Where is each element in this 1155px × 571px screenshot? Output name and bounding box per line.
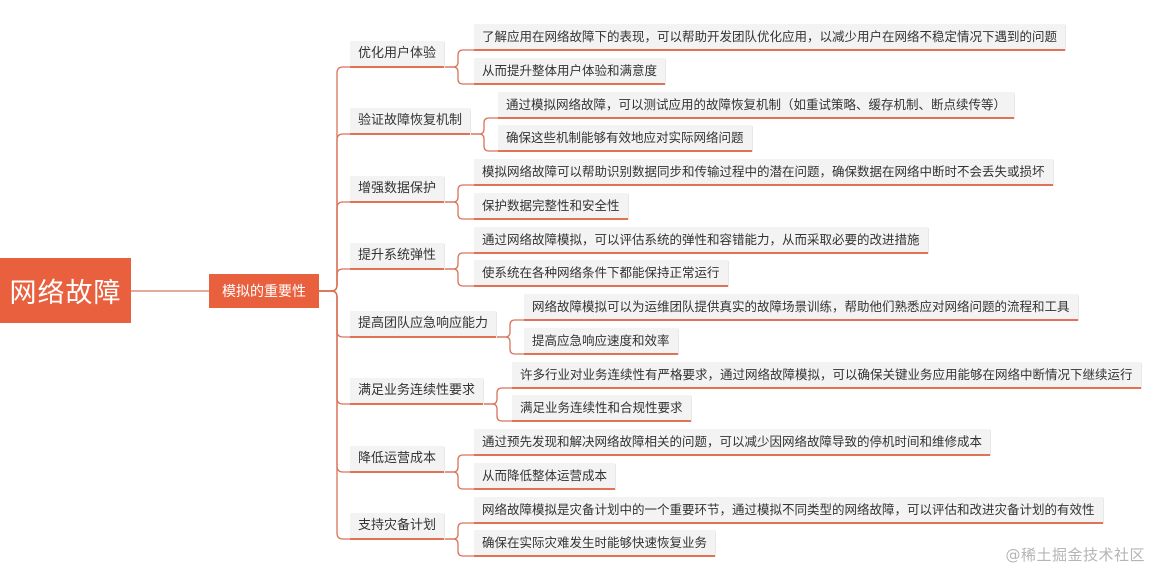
branch-link	[319, 268, 444, 292]
detail-link	[444, 471, 615, 490]
detail-link	[444, 538, 715, 557]
watermark: @稀土掘金技术社区	[1005, 546, 1145, 564]
root-node[interactable]: 网络故障	[0, 258, 131, 323]
branch-node[interactable]: 提高团队应急响应能力	[350, 311, 497, 338]
detail-node[interactable]: 模拟网络故障可以帮助识别数据同步和传输过程中的潜在问题，确保数据在网络中断时不会…	[474, 159, 1053, 186]
detail-link	[444, 66, 665, 85]
detail-link	[483, 403, 691, 422]
detail-node[interactable]: 保护数据完整性和安全性	[474, 193, 628, 220]
detail-node[interactable]: 使系统在各种网络条件下都能保持正常运行	[474, 260, 728, 287]
branch-link	[319, 290, 444, 540]
branch-node[interactable]: 降低运营成本	[350, 446, 445, 473]
detail-node[interactable]: 网络故障模拟是灾备计划中的一个重要环节，通过模拟不同类型的网络故障，可以评估和改…	[474, 497, 1103, 524]
branch-node[interactable]: 满足业务连续性要求	[350, 378, 484, 405]
detail-node[interactable]: 许多行业对业务连续性有严格要求，通过网络故障模拟，可以确保关键业务应用能够在网络…	[512, 362, 1141, 389]
detail-node[interactable]: 从而降低整体运营成本	[474, 463, 616, 490]
detail-node[interactable]: 网络故障模拟可以为运维团队提供真实的故障场景训练，帮助他们熟悉应对网络问题的流程…	[524, 294, 1078, 321]
detail-node[interactable]: 通过模拟网络故障，可以测试应用的故障恢复机制（如重试策略、缓存机制、断点续传等）	[498, 92, 1015, 119]
detail-link	[496, 336, 678, 355]
detail-node[interactable]: 提高应急响应速度和效率	[524, 328, 678, 355]
detail-node[interactable]: 通过网络故障模拟，可以评估系统的弹性和容错能力，从而采取必要的改进措施	[474, 227, 928, 254]
detail-node[interactable]: 从而提升整体用户体验和满意度	[474, 58, 666, 85]
branch-node[interactable]: 增强数据保护	[350, 176, 445, 203]
detail-node[interactable]: 了解应用在网络故障下的表现，可以帮助开发团队优化应用，以减少用户在网络不稳定情况…	[474, 24, 1066, 51]
detail-link	[444, 201, 628, 220]
detail-node[interactable]: 确保在实际灾难发生时能够快速恢复业务	[474, 530, 716, 557]
detail-node[interactable]: 通过预先发现和解决网络故障相关的问题，可以减少因网络故障导致的停机时间和维修成本	[474, 429, 991, 456]
branch-node[interactable]: 验证故障恢复机制	[350, 108, 471, 135]
detail-node[interactable]: 确保这些机制能够有效地应对实际网络问题	[498, 125, 752, 152]
detail-node[interactable]: 满足业务连续性和合规性要求	[512, 395, 691, 422]
detail-link	[470, 133, 752, 152]
branch-node[interactable]: 支持灾备计划	[350, 513, 445, 540]
detail-link	[444, 268, 728, 287]
subtopic-node[interactable]: 模拟的重要性	[209, 274, 319, 308]
branch-node[interactable]: 优化用户体验	[350, 41, 445, 68]
branch-node[interactable]: 提升系统弹性	[350, 243, 445, 270]
